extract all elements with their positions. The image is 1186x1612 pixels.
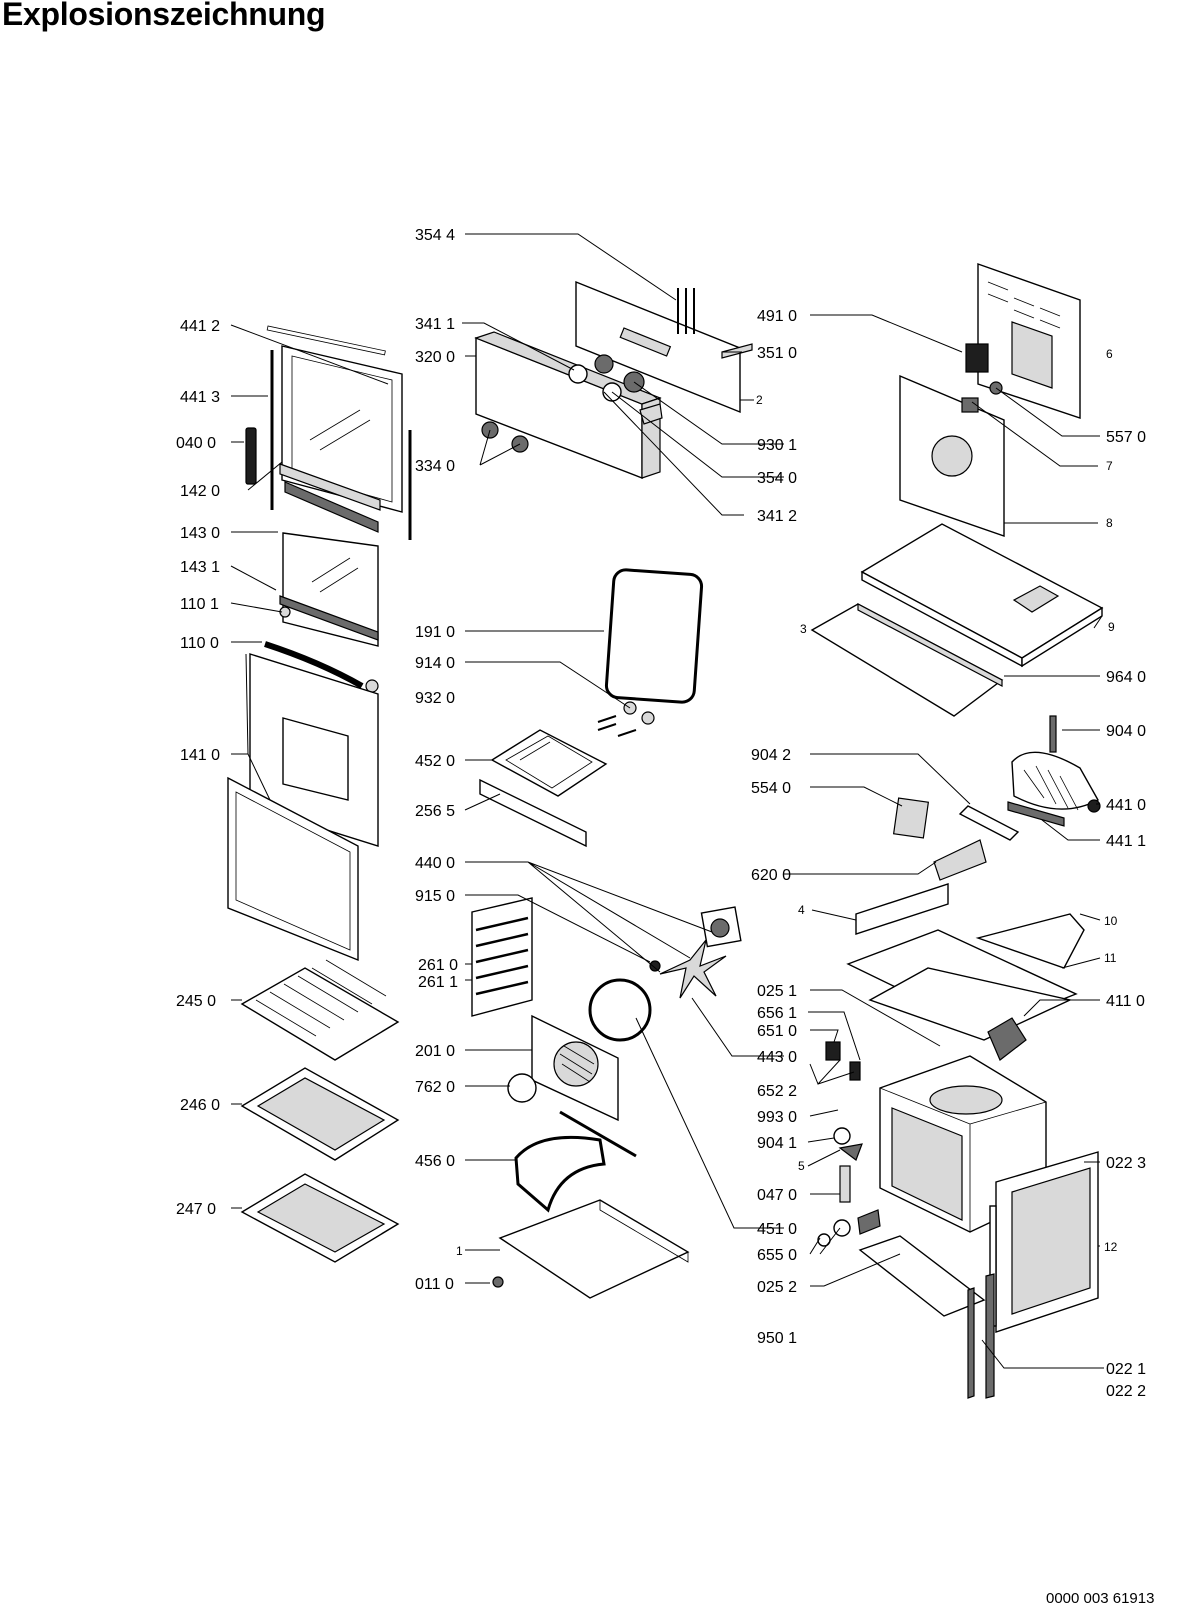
label-915-0: 915 0 [415,888,455,905]
label-341-2: 341 2 [757,508,797,525]
label-441-2: 441 2 [180,318,220,335]
label-904-1: 904 1 [757,1135,797,1152]
control-panel [474,280,753,480]
label-491-0: 491 0 [757,308,797,325]
label-334-0: 334 0 [415,458,455,475]
control-components [817,1041,986,1317]
rear-panel [899,263,1081,537]
label-652-2: 652 2 [757,1083,797,1100]
label-261-0: 261 0 [418,957,458,974]
door-assembly [227,325,412,962]
label-441-1: 441 1 [1106,833,1146,850]
label-655-0: 655 0 [757,1247,797,1264]
label-441-0: 441 0 [1106,797,1146,814]
label-022-1: 022 1 [1106,1361,1146,1378]
label-993-0: 993 0 [757,1109,797,1126]
label-5: 5 [798,1159,805,1173]
label-022-3: 022 3 [1106,1155,1146,1172]
label-245-0: 245 0 [176,993,216,1010]
top-cover-and-insulation [810,523,1104,717]
page-title: Explosionszeichnung [2,0,326,32]
label-142-0: 142 0 [180,483,220,500]
label-201-0: 201 0 [415,1043,455,1060]
label-964-0: 964 0 [1106,669,1146,686]
label-443-0: 443 0 [757,1049,797,1066]
label-040-0: 040 0 [176,435,216,452]
label-191-0: 191 0 [415,624,455,641]
label-554-0: 554 0 [751,780,791,797]
label-4: 4 [798,903,805,917]
label-451-0: 451 0 [757,1221,797,1238]
label-651-0: 651 0 [757,1023,797,1040]
label-011-0: 011 0 [415,1276,454,1293]
label-9: 9 [1108,620,1115,634]
label-656-1: 656 1 [757,1005,797,1022]
label-246-0: 246 0 [180,1097,220,1114]
document-number: 0000 003 61913 [1046,1590,1155,1607]
label-022-2: 022 2 [1106,1383,1146,1400]
part-number-labels: 354 4 441 2 341 1 491 0 320 0 351 0 6 44… [176,227,1146,1400]
label-247-0: 247 0 [176,1201,216,1218]
label-8: 8 [1106,516,1113,530]
label-110-1: 110 1 [180,596,219,613]
label-6: 6 [1106,347,1113,361]
label-025-1: 025 1 [757,983,797,1000]
label-620-0: 620 0 [751,867,791,884]
label-441-3: 441 3 [180,389,220,406]
fan-motor-and-thermostat [892,715,1101,881]
label-904-0: 904 0 [1106,723,1146,740]
label-354-0: 354 0 [757,470,797,487]
fan-assembly [471,897,742,1213]
label-047-0: 047 0 [757,1187,797,1204]
label-904-2: 904 2 [751,747,791,764]
label-341-1: 341 1 [415,316,455,333]
label-351-0: 351 0 [757,345,797,362]
label-110-0: 110 0 [180,635,219,652]
label-256-5: 256 5 [415,803,455,820]
label-411-0: 411 0 [1106,993,1145,1010]
label-932-0: 932 0 [415,690,455,707]
label-950-1: 950 1 [757,1330,797,1347]
label-025-2: 025 2 [757,1279,797,1296]
label-143-0: 143 0 [180,525,220,542]
label-762-0: 762 0 [415,1079,455,1096]
label-456-0: 456 0 [415,1153,455,1170]
label-354-4: 354 4 [415,227,455,244]
label-141-0: 141 0 [180,747,220,764]
label-10: 10 [1104,914,1118,928]
side-panel-and-rails [967,1151,1099,1399]
label-11: 11 [1104,951,1117,965]
label-930-1: 930 1 [757,437,797,454]
oven-base-plate [492,1199,690,1299]
label-1: 1 [456,1244,463,1258]
label-557-0: 557 0 [1106,429,1146,446]
label-914-0: 914 0 [415,655,455,672]
label-12: 12 [1104,1240,1118,1254]
label-2: 2 [756,393,763,407]
label-440-0: 440 0 [415,855,455,872]
leader-lines [230,233,1104,1369]
label-3: 3 [800,622,807,636]
label-452-0: 452 0 [415,753,455,770]
label-7: 7 [1106,459,1113,473]
grill-and-gasket [479,568,704,848]
label-143-1: 143 1 [180,559,220,576]
label-261-1: 261 1 [418,974,458,991]
oven-racks-and-trays [240,959,400,1263]
label-320-0: 320 0 [415,349,455,366]
